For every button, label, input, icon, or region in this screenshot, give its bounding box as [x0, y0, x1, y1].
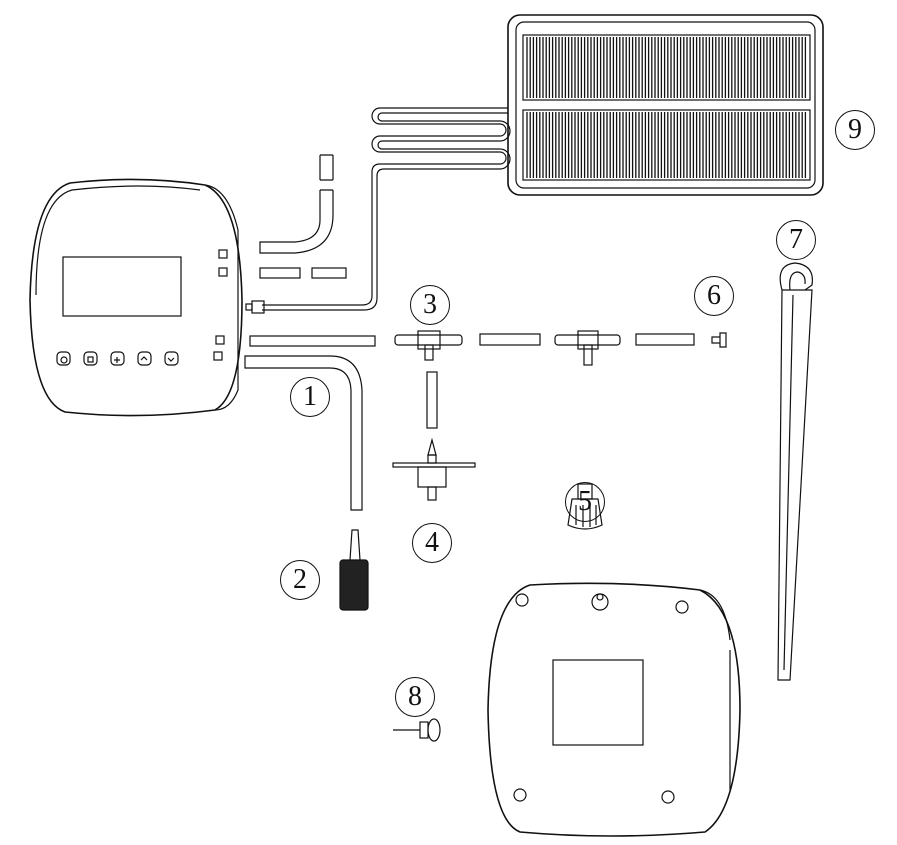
tee-connector: [394, 330, 463, 361]
end-plug: [711, 332, 727, 348]
solar-cable: [245, 107, 511, 314]
callout-3: 3: [410, 285, 450, 325]
solar-panel: [507, 14, 824, 196]
callout-6: 6: [694, 276, 734, 316]
controller-back: [487, 582, 741, 837]
solar-cell-block: [522, 34, 811, 101]
tee-connector-2: [554, 330, 621, 366]
callout-1: 1: [290, 377, 330, 417]
callout-2: 2: [280, 560, 320, 600]
filter: [339, 529, 369, 611]
solar-cell-block: [522, 109, 811, 181]
callout-8: 8: [395, 677, 435, 717]
callout-4: 4: [412, 523, 452, 563]
wall-screw: [393, 718, 441, 742]
callout-9: 9: [835, 110, 875, 150]
ground-stake: [777, 262, 813, 681]
controller-front: [29, 178, 243, 417]
callout-7: 7: [776, 220, 816, 260]
tubing: [244, 154, 695, 511]
callout-5: 5: [565, 482, 605, 522]
dripper-stake: [392, 437, 476, 501]
